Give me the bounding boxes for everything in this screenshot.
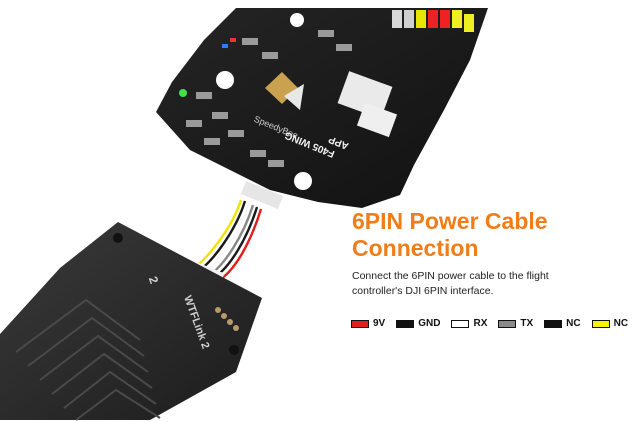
mount-hole — [294, 172, 312, 190]
top-pin-header — [392, 10, 474, 32]
headline-line2: Connection — [352, 235, 479, 261]
legend-swatch — [544, 319, 563, 328]
legend-item: TX — [498, 318, 533, 329]
status-led — [179, 89, 187, 97]
wire-color-legend: 9V GND RX TX NC NC — [351, 318, 634, 329]
legend-label: NC — [613, 318, 629, 329]
headline-line1: 6PIN Power Cable — [352, 208, 548, 234]
mount-hole — [216, 71, 234, 89]
legend-item: RX — [451, 318, 487, 329]
6pin-connector-board — [240, 181, 284, 209]
legend-label: RX — [473, 318, 488, 329]
legend-swatch — [498, 319, 517, 328]
legend-item: NC — [544, 318, 581, 329]
legend-label: TX — [520, 318, 534, 329]
vtx-module: WTFLink 2 2 — [0, 222, 262, 421]
flight-controller-board: SpeedyBee F405 WING APP — [156, 8, 488, 209]
legend-label: 9V — [373, 318, 386, 329]
legend-swatch — [351, 319, 369, 328]
legend-swatch — [591, 319, 610, 328]
description: Connect the 6PIN power cable to the flig… — [352, 269, 635, 299]
vtx-model-text: 2 — [146, 274, 162, 285]
legend-item: NC — [591, 318, 629, 329]
vtx-pins — [215, 307, 239, 331]
legend-swatch — [451, 319, 470, 328]
legend-item: GND — [396, 318, 440, 329]
connection-info: 6PIN Power Cable Connection Connect the … — [352, 208, 635, 299]
mount-hole — [290, 13, 304, 27]
headline: 6PIN Power Cable Connection — [352, 208, 635, 262]
description-line2: controller's DJI 6PIN interface. — [352, 285, 494, 297]
speedybee-logo — [265, 72, 304, 110]
legend-swatch — [396, 319, 415, 328]
legend-item: 9V — [351, 318, 385, 329]
legend-label: NC — [566, 318, 581, 329]
description-line1: Connect the 6PIN power cable to the flig… — [352, 270, 549, 282]
legend-label: GND — [418, 318, 441, 329]
